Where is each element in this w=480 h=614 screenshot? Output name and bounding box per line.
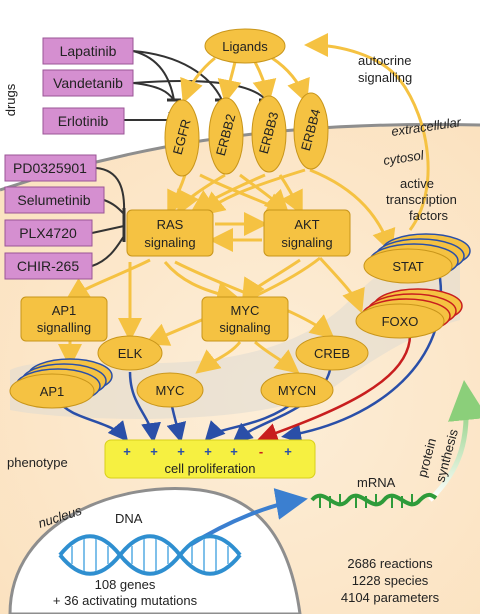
creb-label: CREB bbox=[314, 346, 350, 361]
ras-label: RAS bbox=[157, 217, 184, 232]
drug-selumetinib: Selumetinib bbox=[4, 186, 105, 214]
dna-label: DNA bbox=[115, 511, 143, 526]
proliferation-signs: + + + + + - + bbox=[123, 444, 292, 459]
foxo-label: FOXO bbox=[382, 314, 419, 329]
sign-minus: - bbox=[259, 444, 263, 459]
receptor-erbb2: ERBB2 bbox=[208, 97, 244, 175]
sign-plus: + bbox=[123, 444, 131, 459]
elk-label: ELK bbox=[118, 346, 143, 361]
ap1-signalling-sublabel: signalling bbox=[37, 320, 91, 335]
genes-count-label: 108 genes bbox=[95, 577, 156, 592]
sign-plus: + bbox=[177, 444, 185, 459]
node-ras-signaling: RAS signaling bbox=[126, 209, 214, 257]
node-ligands: Ligands bbox=[204, 28, 286, 64]
drug-plx4720: PLX4720 bbox=[4, 219, 93, 247]
node-mycn: MYCN bbox=[260, 372, 334, 408]
node-elk: ELK bbox=[97, 335, 163, 371]
ap1-label: AP1 bbox=[40, 384, 65, 399]
protein-synthesis-arrow bbox=[428, 380, 480, 502]
drug-vandetanib: Vandetanib bbox=[42, 69, 134, 97]
sign-plus: + bbox=[230, 444, 238, 459]
node-foxo-stack: FOXO bbox=[355, 288, 463, 339]
receptor-erbb4: ERBB4 bbox=[293, 92, 329, 170]
ligands-label: Ligands bbox=[222, 39, 268, 54]
phenotype-cell-proliferation: cell proliferation bbox=[104, 439, 316, 479]
transcription-factor-band bbox=[10, 240, 460, 419]
drug-erlotinib: Erlotinib bbox=[42, 107, 125, 135]
cytosol-label: cytosol bbox=[382, 147, 425, 168]
receptor-egfr: EGFR bbox=[164, 99, 200, 177]
parameters-count-label: 4104 parameters bbox=[341, 590, 440, 605]
drugs-label: drugs bbox=[3, 83, 18, 116]
reactions-count-label: 2686 reactions bbox=[347, 556, 433, 571]
signalling-label: signalling bbox=[358, 70, 412, 85]
node-myc: MYC bbox=[136, 372, 204, 408]
ras-sublabel: signaling bbox=[144, 235, 195, 250]
activation-arrows bbox=[58, 33, 430, 374]
node-ap1-signalling: AP1 signalling bbox=[20, 296, 108, 342]
myc-label: MYC bbox=[156, 383, 185, 398]
drug-erlotinib-label: Erlotinib bbox=[58, 113, 109, 129]
myc-signaling-label: MYC bbox=[231, 303, 260, 318]
foxo-repression-arrow bbox=[257, 334, 412, 443]
stat-label: STAT bbox=[392, 259, 423, 274]
factors-label: factors bbox=[409, 208, 449, 223]
sign-plus: + bbox=[284, 444, 292, 459]
mrna-label: mRNA bbox=[357, 475, 396, 490]
akt-sublabel: signaling bbox=[281, 235, 332, 250]
drug-plx4720-label: PLX4720 bbox=[19, 225, 77, 241]
drug-pd0325901: PD0325901 bbox=[4, 154, 97, 182]
drug-selumetinib-label: Selumetinib bbox=[17, 192, 90, 208]
species-count-label: 1228 species bbox=[352, 573, 429, 588]
node-creb: CREB bbox=[295, 335, 369, 371]
active-label: active bbox=[400, 176, 434, 191]
drug-lapatinib: Lapatinib bbox=[42, 37, 134, 65]
transcription-label: transcription bbox=[386, 192, 457, 207]
node-myc-signaling: MYC signaling bbox=[201, 296, 289, 342]
mutations-count-label: + 36 activating mutations bbox=[53, 593, 198, 608]
drug-vandetanib-label: Vandetanib bbox=[53, 75, 123, 91]
myc-signaling-sublabel: signaling bbox=[219, 320, 270, 335]
dna-helix bbox=[58, 534, 242, 576]
autocrine-label: autocrine bbox=[358, 53, 411, 68]
node-stat-stack: STAT bbox=[363, 233, 471, 284]
drug-chir265-label: CHIR-265 bbox=[17, 258, 79, 274]
cell-proliferation-label: cell proliferation bbox=[164, 461, 255, 476]
phenotype-label: phenotype bbox=[7, 455, 68, 470]
mycn-label: MYCN bbox=[278, 383, 316, 398]
drug-chir265: CHIR-265 bbox=[4, 252, 93, 280]
sign-plus: + bbox=[204, 444, 212, 459]
drug-pd0325901-label: PD0325901 bbox=[13, 160, 87, 176]
node-ap1-stack: AP1 bbox=[9, 358, 113, 409]
receptor-erbb3: ERBB3 bbox=[251, 95, 287, 173]
akt-label: AKT bbox=[294, 217, 319, 232]
node-akt-signaling: AKT signaling bbox=[263, 209, 351, 257]
drug-lapatinib-label: Lapatinib bbox=[60, 43, 117, 59]
sign-plus: + bbox=[150, 444, 158, 459]
mrna-strand bbox=[310, 492, 438, 508]
ap1-signalling-label: AP1 bbox=[52, 303, 77, 318]
